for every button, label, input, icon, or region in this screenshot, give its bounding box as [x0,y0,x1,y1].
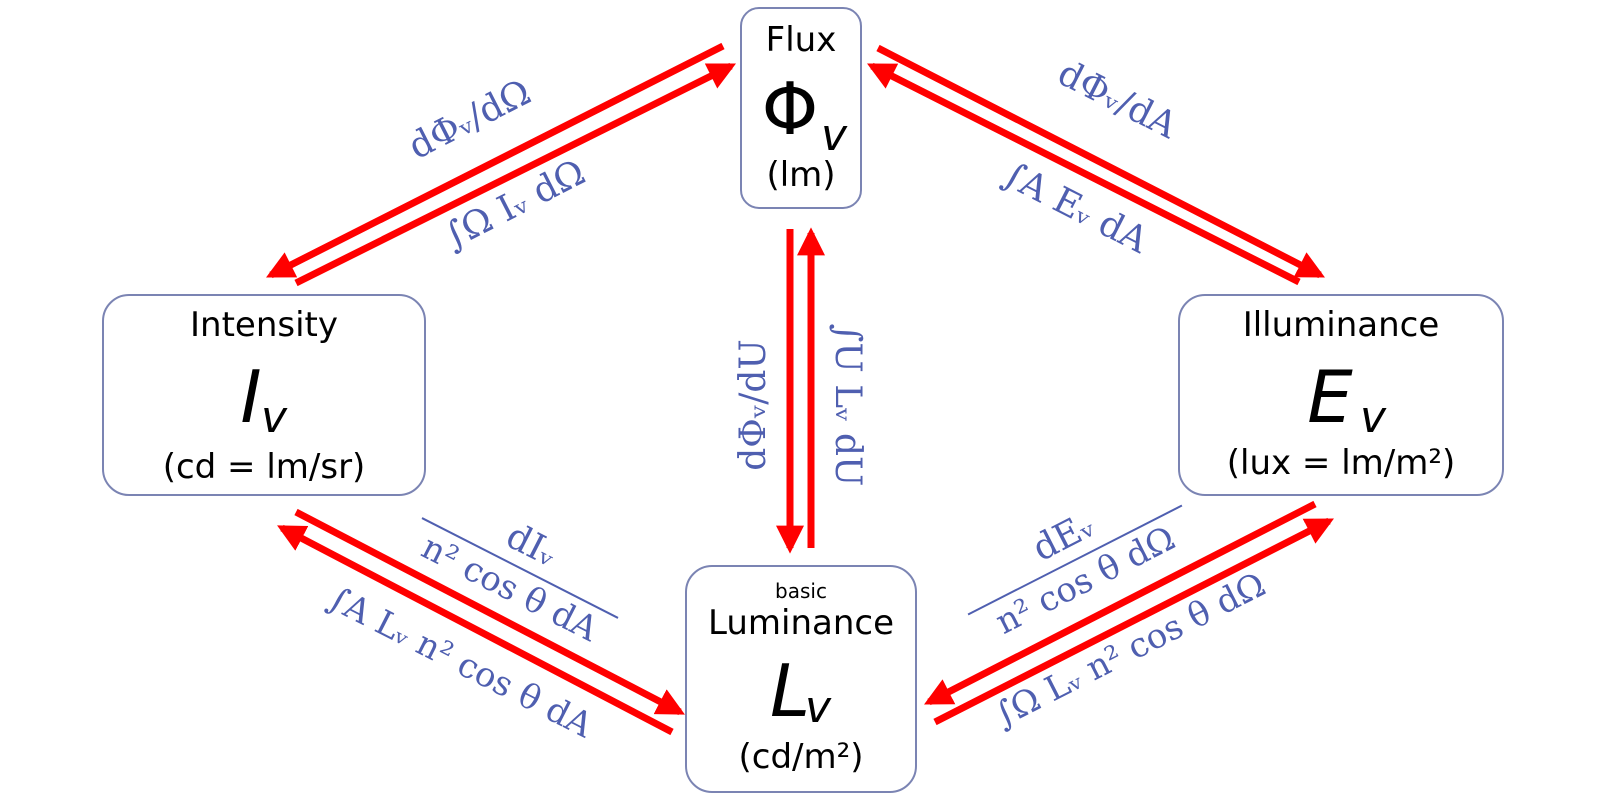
luminance-node: basic Luminance L v (cd/m²) [685,565,917,793]
intensity-box [102,294,426,496]
intensity-node: Intensity I v (cd = lm/sr) [102,294,426,496]
illuminance-name: Illuminance [1243,305,1440,345]
arrow-intensity-to-flux [294,62,737,287]
illuminance-box [1178,294,1504,496]
illuminance-unit: (lux = lm/m²) [1227,443,1456,483]
arrow-flux-to-intensity [266,42,725,279]
arrow-illuminance-to-flux [867,62,1301,286]
flux-symbol: Φ [762,67,819,151]
arrow-intensity-to-luminance [294,508,685,716]
intensity-symbol-sub: v [261,392,288,443]
label-flux-to-luminance: dΦᵥ/dU [733,339,774,470]
label-intensity-to-flux: ∫Ω Iᵥ dΩ [438,152,592,258]
label-flux-to-illuminance: dΦᵥ/dA [1051,53,1184,148]
flux-name: Flux [766,20,837,60]
arrow-luminance-to-intensity [277,524,674,736]
arrow-luminance-to-illuminance [933,517,1334,726]
flux-unit: (lm) [766,155,835,195]
arrow-illuminance-to-luminance [924,500,1317,706]
luminance-unit: (cd/m²) [738,737,863,777]
illuminance-node: Illuminance E v (lux = lm/m²) [1178,294,1504,496]
flux-symbol-sub: v [821,110,848,161]
flux-box [740,7,862,209]
label-luminance-to-flux: ∫U Lᵥ dU [827,324,868,487]
fraction-bar-right [967,504,1183,616]
luminance-symbol: L [770,649,810,733]
luminance-box [685,565,917,793]
fraction-bar-left [421,517,619,619]
intensity-name: Intensity [190,305,338,345]
illuminance-symbol-sub: v [1360,392,1387,443]
intensity-symbol: I [240,355,261,439]
illuminance-symbol: E [1307,355,1353,439]
luminance-symbol-sub: v [805,682,832,733]
luminance-name: Luminance [708,603,894,643]
arrow-flux-to-illuminance [876,44,1325,279]
intensity-unit: (cd = lm/sr) [163,447,366,487]
flux-node: Flux Φ v (lm) [740,7,862,209]
luminance-tag: basic [775,579,827,603]
